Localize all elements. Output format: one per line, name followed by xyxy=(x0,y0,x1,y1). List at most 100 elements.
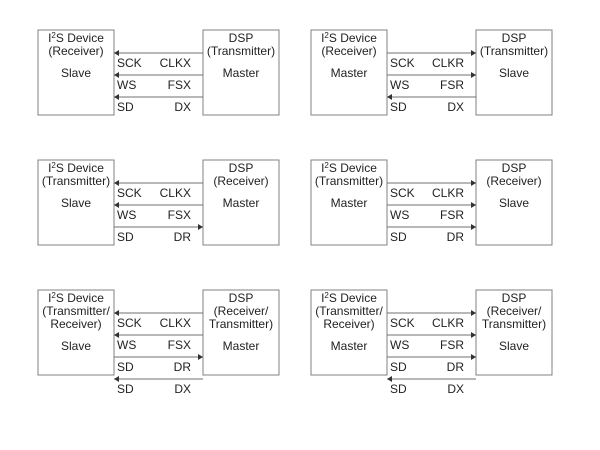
signal-label-left: SCK xyxy=(117,186,142,200)
i2s-device-box xyxy=(310,159,388,246)
signal-label-right: FSR xyxy=(440,78,464,92)
connection-panel-5: I2S Device(Transmitter/Receiver) DSP(Rece… xyxy=(37,289,280,396)
signal-label-right: DR xyxy=(174,360,192,374)
arrowhead-left xyxy=(114,310,119,316)
i2s-device-box xyxy=(310,289,388,376)
i2s-device-role: Master xyxy=(331,66,368,80)
signal-label-right: CLKR xyxy=(432,316,464,330)
signal-label-right: DX xyxy=(174,382,191,396)
i2s-device-title-line: (Receiver) xyxy=(48,44,103,58)
signal-label-left: WS xyxy=(117,208,136,222)
signal-label-left: WS xyxy=(390,338,409,352)
signal-label-left: SCK xyxy=(390,316,415,330)
arrowhead-right xyxy=(471,50,476,56)
signal-label-right: CLKX xyxy=(160,56,191,70)
signal-label-right: CLKX xyxy=(160,316,191,330)
dsp-role: Slave xyxy=(499,66,529,80)
signal-label-right: DX xyxy=(447,100,464,114)
i2s-device-box xyxy=(37,29,115,116)
signal-label-right: FSX xyxy=(168,338,191,352)
dsp-role: Master xyxy=(223,339,260,353)
i2s-device-role: Master xyxy=(331,196,368,210)
arrowhead-right xyxy=(471,310,476,316)
dsp-box xyxy=(202,159,280,246)
i2s-device-role: Slave xyxy=(61,196,91,210)
i2s-device-title-line: (Receiver) xyxy=(321,44,376,58)
arrowhead-right xyxy=(471,224,476,230)
signal-label-left: WS xyxy=(390,78,409,92)
dsp-title-line: Transmitter) xyxy=(209,317,273,331)
signal-label-right: DR xyxy=(174,230,192,244)
i2s-device-title-line: (Transmitter) xyxy=(315,174,383,188)
i2s-device-title-line: I2S Device xyxy=(321,31,377,45)
dsp-title-line: DSP xyxy=(229,291,254,305)
i2s-device-box xyxy=(37,289,115,376)
dsp-role: Master xyxy=(223,196,260,210)
dsp-title-line: (Transmitter) xyxy=(207,44,275,58)
connection-panel-4: I2S Device(Transmitter)DSP(Receiver)Mast… xyxy=(310,159,553,246)
signal-label-right: FSX xyxy=(168,78,191,92)
i2s-device-title-line: Receiver) xyxy=(323,317,374,331)
arrowhead-left xyxy=(114,332,119,338)
dsp-box xyxy=(202,29,280,116)
connection-panel-1: I2S Device(Receiver) DSP(Transmitter) Slav… xyxy=(37,29,280,116)
dsp-title-line: (Transmitter) xyxy=(480,44,548,58)
connection-panel-3: I2S Device(Transmitter)DSP(Receiver)Slav… xyxy=(37,159,280,246)
signal-label-right: DX xyxy=(447,382,464,396)
dsp-box xyxy=(202,289,280,376)
arrowhead-right xyxy=(471,354,476,360)
arrowhead-left xyxy=(114,180,119,186)
i2s-device-role: Master xyxy=(331,339,368,353)
signal-label-left: SD xyxy=(117,382,134,396)
arrowhead-right xyxy=(471,332,476,338)
arrowhead-left xyxy=(114,202,119,208)
arrowhead-left xyxy=(387,376,392,382)
signal-label-left: SCK xyxy=(117,56,142,70)
i2s-device-role: Slave xyxy=(61,339,91,353)
signal-label-right: CLKX xyxy=(160,186,191,200)
signal-label-left: SCK xyxy=(390,56,415,70)
arrowhead-right xyxy=(471,72,476,78)
arrowhead-right xyxy=(198,354,203,360)
signal-label-left: SD xyxy=(390,382,407,396)
dsp-box xyxy=(475,159,553,246)
i2s-device-title-line: I2S Device xyxy=(48,291,104,305)
i2s-device-title-line: I2S Device xyxy=(48,31,104,45)
i2s-device-title-line: I2S Device xyxy=(48,161,104,175)
dsp-title-line: DSP xyxy=(229,31,254,45)
connection-panel-2: I2S Device(Receiver)DSP(Transmitter)Mast… xyxy=(310,29,553,116)
dsp-role: Master xyxy=(223,66,260,80)
signal-label-right: FSX xyxy=(168,208,191,222)
i2s-device-role: Slave xyxy=(61,66,91,80)
i2s-device-title-line: I2S Device xyxy=(321,291,377,305)
dsp-title-line: (Receiver/ xyxy=(487,304,542,318)
signal-label-left: WS xyxy=(390,208,409,222)
i2s-device-box xyxy=(37,159,115,246)
dsp-title-line: DSP xyxy=(502,291,527,305)
signal-label-left: SD xyxy=(117,230,134,244)
signal-label-right: DR xyxy=(447,230,465,244)
dsp-title-line: DSP xyxy=(502,161,527,175)
signal-label-right: FSR xyxy=(440,338,464,352)
i2s-device-title-line: (Transmitter/ xyxy=(42,304,110,318)
signal-label-right: FSR xyxy=(440,208,464,222)
signal-label-left: WS xyxy=(117,338,136,352)
i2s-device-title-line: (Transmitter) xyxy=(42,174,110,188)
signal-label-left: SD xyxy=(390,230,407,244)
i2s-device-title-line: (Transmitter/ xyxy=(315,304,383,318)
signal-label-right: DX xyxy=(174,100,191,114)
signal-label-left: SD xyxy=(117,100,134,114)
signal-label-left: SD xyxy=(390,100,407,114)
signal-label-right: CLKR xyxy=(432,56,464,70)
arrowhead-left xyxy=(114,72,119,78)
signal-label-left: SCK xyxy=(117,316,142,330)
arrowhead-left xyxy=(387,94,392,100)
signal-label-right: DR xyxy=(447,360,465,374)
i2s-device-title-line: Receiver) xyxy=(50,317,101,331)
arrowhead-left xyxy=(114,94,119,100)
arrowhead-left xyxy=(114,50,119,56)
arrowhead-left xyxy=(114,376,119,382)
dsp-title-line: (Receiver/ xyxy=(214,304,269,318)
signal-label-right: CLKR xyxy=(432,186,464,200)
dsp-role: Slave xyxy=(499,196,529,210)
